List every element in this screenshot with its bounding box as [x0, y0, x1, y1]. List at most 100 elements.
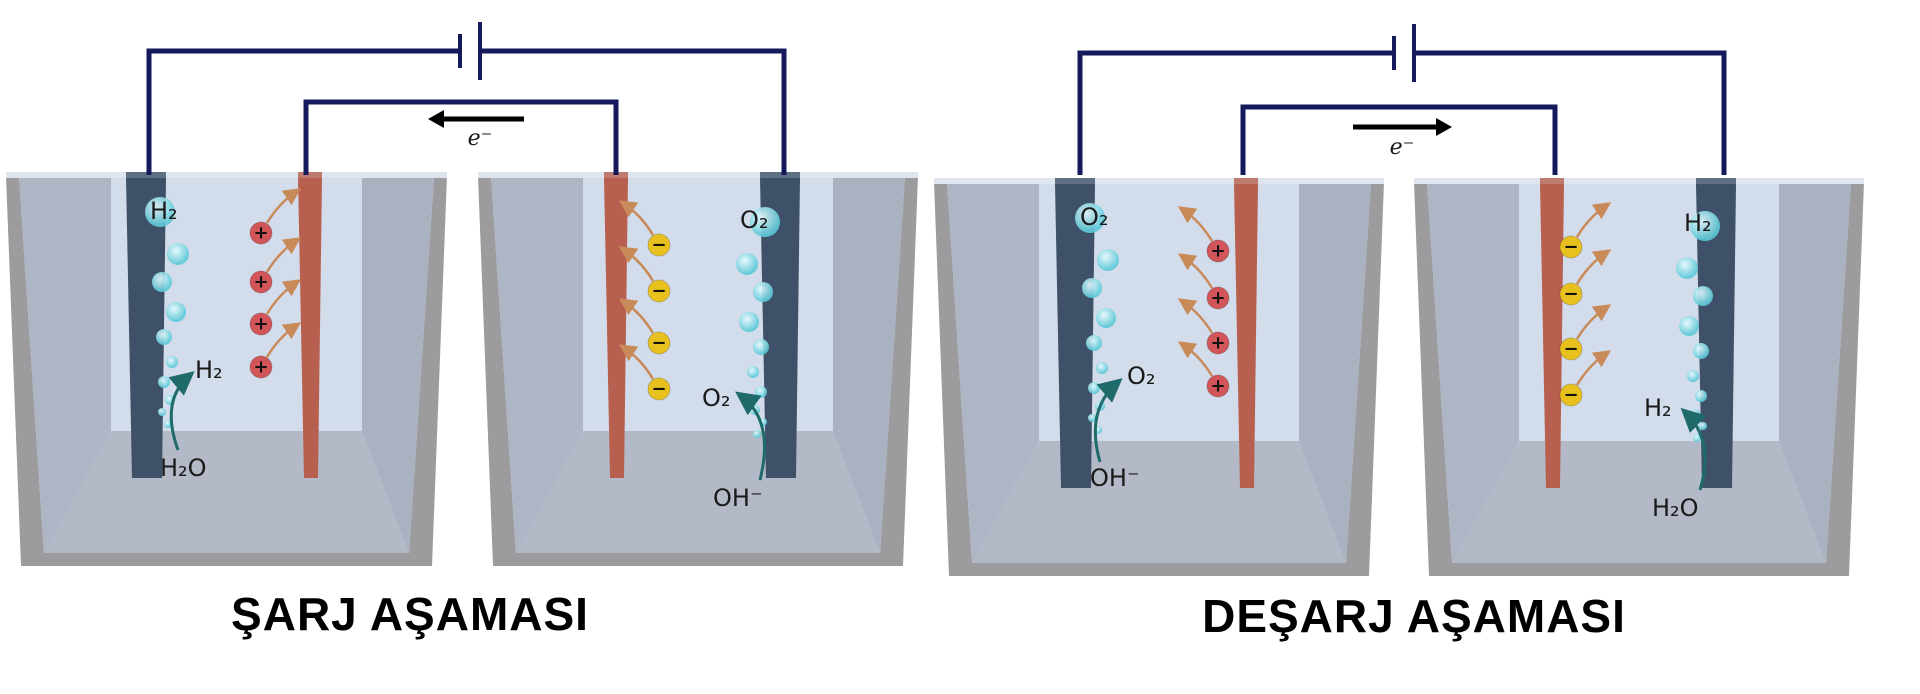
- gas-bubble: [739, 312, 759, 332]
- ion: [249, 221, 273, 245]
- gas-bubble: [156, 329, 172, 345]
- external-wire: [1240, 104, 1558, 175]
- gas-bubble: [753, 282, 773, 302]
- ion-arrow: [618, 298, 655, 334]
- ion: [249, 270, 273, 294]
- ion-sign: +: [253, 314, 268, 335]
- gas-bubble: [1693, 286, 1713, 306]
- product-label: H₂: [195, 356, 223, 384]
- ion: [1206, 239, 1230, 263]
- ion-sign: +: [253, 357, 268, 378]
- gas-bubble: [750, 207, 780, 237]
- gas-bubble: [753, 339, 769, 355]
- cathode-electrode: [126, 178, 166, 478]
- ion: [647, 377, 671, 401]
- ion-arrow: [618, 344, 655, 380]
- tank-rim: [1414, 178, 1864, 184]
- tank: [6, 172, 447, 566]
- external-wire: [303, 99, 619, 175]
- cathode-electrode-top: [760, 172, 800, 178]
- tank-rim: [478, 172, 918, 178]
- ion-sign: −: [1563, 385, 1578, 406]
- gas-bubble: [1075, 203, 1105, 233]
- anode-electrode: [298, 178, 322, 478]
- reactant-label: H₂O: [160, 454, 207, 482]
- ion-sign: −: [651, 333, 666, 354]
- ion-arrow: [618, 246, 655, 282]
- ion-arrow: [265, 279, 302, 315]
- battery-wire: [1414, 50, 1727, 175]
- ion-sign: +: [1210, 376, 1225, 397]
- ion: [1206, 286, 1230, 310]
- tank: [1414, 178, 1864, 576]
- ion: [647, 279, 671, 303]
- product-label: H₂: [1644, 394, 1672, 422]
- cathode-electrode-top: [1696, 178, 1736, 184]
- reaction-arrow: [735, 391, 766, 481]
- ion-arrow: [265, 237, 302, 273]
- gas-bubble: [736, 253, 758, 275]
- ions-layer: ++++−−−−++++−−−−: [145, 188, 1720, 491]
- ion-arrow: [265, 322, 302, 358]
- ion: [1559, 235, 1583, 259]
- gas-label: O₂: [1080, 203, 1109, 231]
- reactant-label: OH⁻: [713, 484, 763, 512]
- battery-wire: [146, 48, 460, 175]
- gas-bubble: [166, 356, 178, 368]
- gas-bubble: [753, 430, 761, 438]
- ion: [647, 233, 671, 257]
- tank-side-left: [947, 182, 1039, 563]
- title-charge: ŞARJ AŞAMASI: [231, 588, 589, 640]
- anode-electrode: [1540, 184, 1564, 488]
- ion-sign: +: [253, 272, 268, 293]
- gas-bubble: [1687, 370, 1699, 382]
- electron-label-discharge: e⁻: [1390, 135, 1415, 160]
- product-label: O₂: [1127, 362, 1156, 390]
- battery-wire: [480, 48, 787, 175]
- gas-bubble: [1096, 308, 1116, 328]
- gas-bubble: [1088, 382, 1100, 394]
- tank-floor: [1452, 441, 1826, 563]
- ion-arrow: [1177, 341, 1214, 377]
- gas-bubble: [1693, 343, 1709, 359]
- cathode-electrode: [1055, 184, 1095, 488]
- gas-bubble: [1088, 414, 1096, 422]
- ion-arrow: [1575, 249, 1612, 285]
- ion-sign: −: [651, 235, 666, 256]
- reaction-arrow: [168, 371, 195, 451]
- ion-sign: −: [1563, 237, 1578, 258]
- ion-arrow: [1177, 298, 1214, 334]
- product-label: O₂: [702, 384, 731, 412]
- reaction-arrow: [1093, 378, 1123, 463]
- reaction-arrow: [1680, 407, 1707, 491]
- anode-electrode-top: [1540, 178, 1564, 184]
- ion: [1206, 331, 1230, 355]
- electron-flow-arrow-head: [1436, 118, 1452, 136]
- gas-bubble: [1690, 211, 1720, 241]
- anode-electrode-top: [1234, 178, 1258, 184]
- ion: [1559, 282, 1583, 306]
- gas-bubble: [167, 243, 189, 265]
- anode-electrode-top: [298, 172, 322, 178]
- tank-side-right: [1779, 182, 1851, 563]
- electron-flow-arrow-head: [428, 110, 444, 128]
- gas-bubble: [1676, 257, 1698, 279]
- gas-bubble: [747, 366, 759, 378]
- gas-bubble: [1679, 316, 1699, 336]
- tank-rim: [6, 172, 447, 178]
- tank-side-left: [491, 176, 583, 553]
- gas-bubble: [755, 386, 767, 398]
- ion-arrow: [1177, 206, 1214, 242]
- tank-side-right: [362, 176, 434, 553]
- tank: [478, 172, 918, 566]
- ion-arrow: [1177, 253, 1214, 289]
- ion: [249, 355, 273, 379]
- circuit-wires: [146, 22, 1727, 175]
- tanks-layer: [6, 172, 1864, 576]
- gas-bubble: [1082, 278, 1102, 298]
- ion: [1559, 337, 1583, 361]
- gas-bubble: [158, 408, 166, 416]
- ion-arrow: [265, 188, 302, 224]
